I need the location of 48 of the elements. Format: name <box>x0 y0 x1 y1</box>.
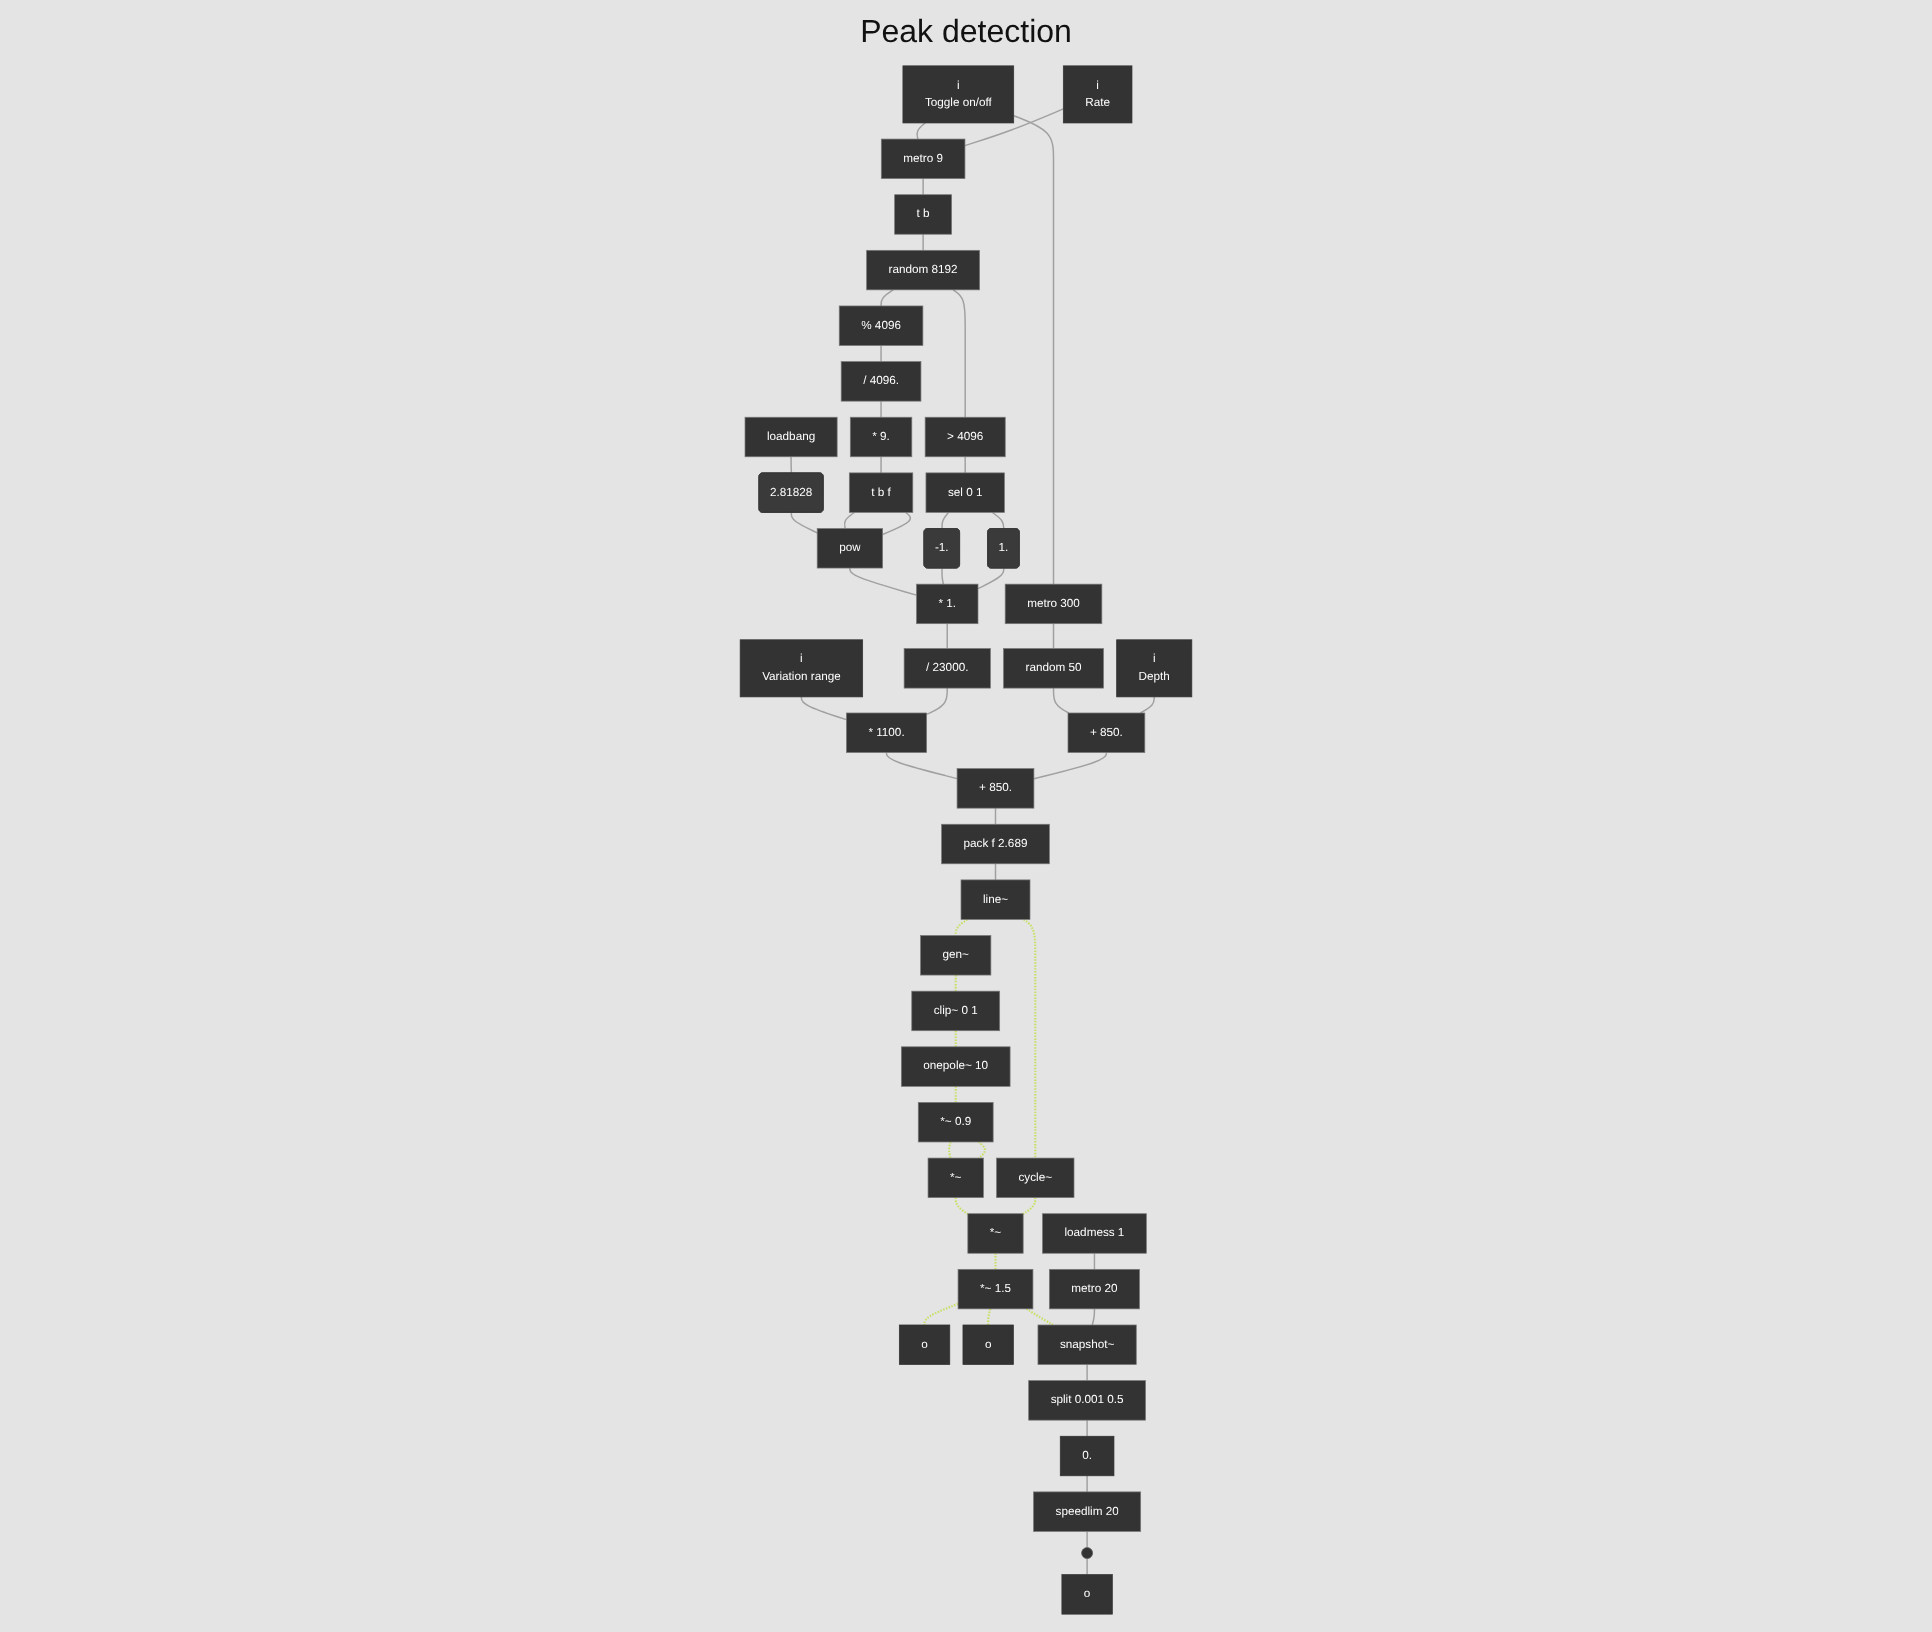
connector <box>880 456 882 474</box>
connector <box>987 1308 992 1325</box>
connector <box>952 289 966 418</box>
connector <box>1139 696 1155 714</box>
connector <box>954 975 957 992</box>
connector <box>881 511 912 536</box>
connector <box>1022 1197 1037 1216</box>
connector <box>880 400 882 418</box>
connector <box>946 622 948 650</box>
connector <box>978 1141 987 1159</box>
connector <box>790 512 818 534</box>
connector <box>964 456 966 474</box>
connector <box>790 456 793 474</box>
connector <box>916 122 926 140</box>
connector <box>1026 1307 1054 1326</box>
connector <box>964 108 1065 147</box>
connector <box>923 1302 959 1326</box>
connector <box>1033 751 1108 780</box>
connector <box>1086 1557 1088 1576</box>
connector <box>925 687 948 716</box>
connector <box>1023 918 1037 1159</box>
connector <box>994 1253 997 1270</box>
connector <box>954 1030 957 1047</box>
connector <box>1086 1530 1088 1549</box>
connector <box>1086 1475 1088 1493</box>
annotation-text: Peak detection <box>860 16 1072 50</box>
connector <box>948 1141 952 1159</box>
connector <box>849 567 918 596</box>
connector <box>922 177 924 196</box>
connector <box>941 567 945 585</box>
connector <box>880 344 882 363</box>
node-circle <box>1081 1547 1093 1559</box>
connector <box>880 289 894 307</box>
connector <box>1052 622 1055 650</box>
connector <box>977 567 1005 590</box>
connector <box>1052 687 1070 714</box>
connector <box>885 751 958 780</box>
connector <box>954 1197 969 1216</box>
connector <box>954 918 968 936</box>
connector <box>1086 1363 1088 1382</box>
connector <box>1086 1419 1088 1437</box>
connector <box>941 511 950 530</box>
connector <box>1013 114 1055 585</box>
connector <box>800 696 848 721</box>
connector <box>843 511 855 530</box>
connector <box>991 511 1005 530</box>
connector <box>922 233 924 252</box>
connector <box>954 1086 957 1103</box>
